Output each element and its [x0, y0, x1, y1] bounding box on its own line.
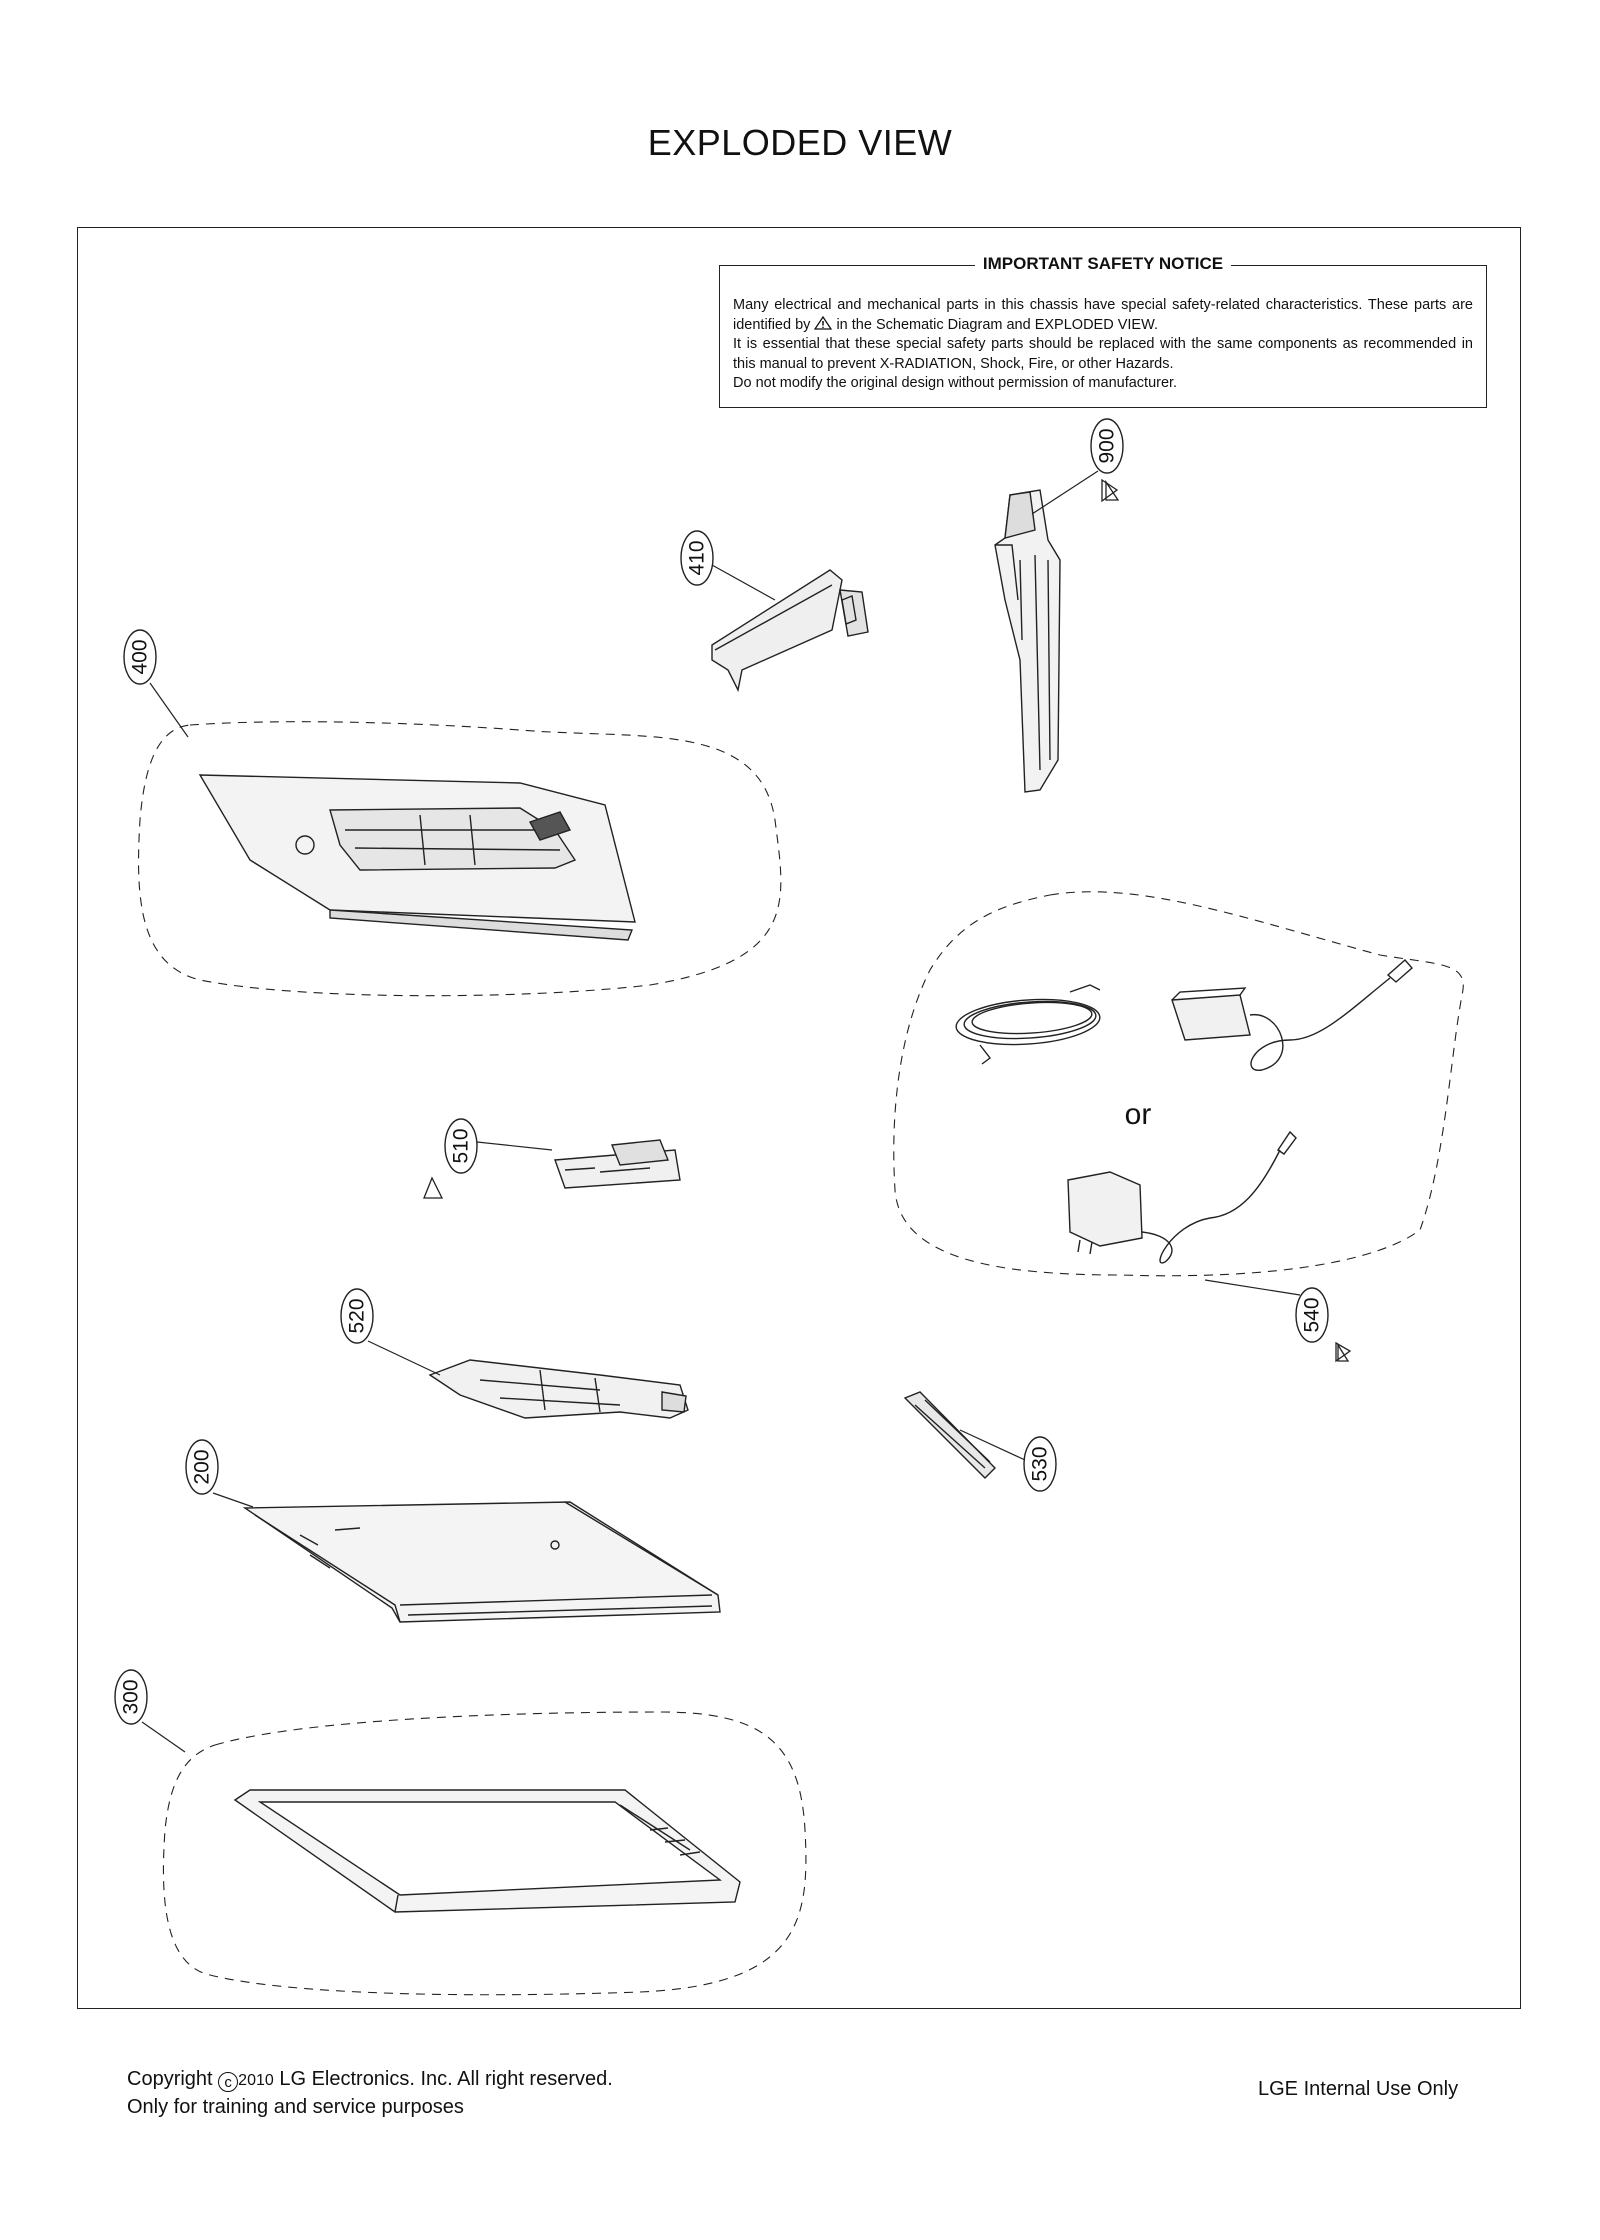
part-number-410: 410 [686, 540, 709, 575]
copyright-word: Copyright [127, 2068, 213, 2090]
part-520-bracket [428, 1359, 689, 1419]
callout-410: 410 [680, 530, 776, 601]
copyright-purpose: Only for training and service purposes [127, 2096, 464, 2118]
part-number-300: 300 [120, 1679, 143, 1714]
copyright-year: 2010 [238, 2072, 274, 2089]
callout-510: 510 [444, 1118, 553, 1174]
warning-icon-900 [1101, 478, 1120, 503]
callout-530: 530 [959, 1429, 1057, 1492]
callout-900: 900 [1031, 418, 1124, 515]
callout-400: 400 [123, 629, 189, 738]
callout-300: 300 [114, 1669, 186, 1753]
part-number-510: 510 [450, 1128, 473, 1163]
part-900-stand-body [994, 489, 1061, 793]
warning-icon-540 [1335, 1341, 1352, 1363]
part-300-front-cabinet [162, 1711, 807, 1996]
part-410-hinge [711, 569, 869, 693]
page-title: EXPLODED VIEW [647, 122, 953, 163]
copyright-company: LG Electronics. Inc. All right reserved. [279, 2068, 613, 2090]
diagram-frame [77, 227, 1521, 2009]
callout-520: 520 [340, 1288, 441, 1376]
part-540-power-adapters: or [893, 891, 1464, 1277]
notice-line3: Do not modify the original design withou… [733, 375, 1178, 391]
or-label: or [1125, 1098, 1152, 1131]
part-400-stand-base [138, 721, 782, 997]
part-number-530: 530 [1029, 1446, 1052, 1481]
part-number-400: 400 [129, 639, 152, 674]
safety-notice-heading: IMPORTANT SAFETY NOTICE [974, 254, 1232, 273]
internal-use-label: LGE Internal Use Only [1258, 2078, 1459, 2100]
safety-notice-text: Many electrical and mechanical parts in … [733, 296, 1473, 394]
part-number-200: 200 [191, 1449, 214, 1484]
callout-200: 200 [185, 1439, 254, 1508]
part-530-cable [903, 1391, 996, 1479]
callout-540: 540 [1204, 1279, 1329, 1343]
part-number-520: 520 [346, 1298, 369, 1333]
notice-line1-after: in the Schematic Diagram and EXPLODED VI… [836, 316, 1159, 333]
part-200-rear-cover [242, 1501, 721, 1623]
part-510-board [554, 1139, 681, 1189]
copyright-symbol-icon: c [218, 2072, 239, 2092]
warning-triangle-icon [814, 315, 833, 330]
part-number-540: 540 [1301, 1297, 1324, 1332]
safety-notice-box: IMPORTANT SAFETY NOTICE Many electrical … [719, 254, 1487, 408]
warning-icon-510 [423, 1176, 444, 1199]
part-number-900: 900 [1096, 428, 1119, 463]
notice-line1-before: Many electrical and mechanical parts in … [733, 297, 1473, 333]
notice-line2: It is essential that these special safet… [733, 336, 1473, 372]
